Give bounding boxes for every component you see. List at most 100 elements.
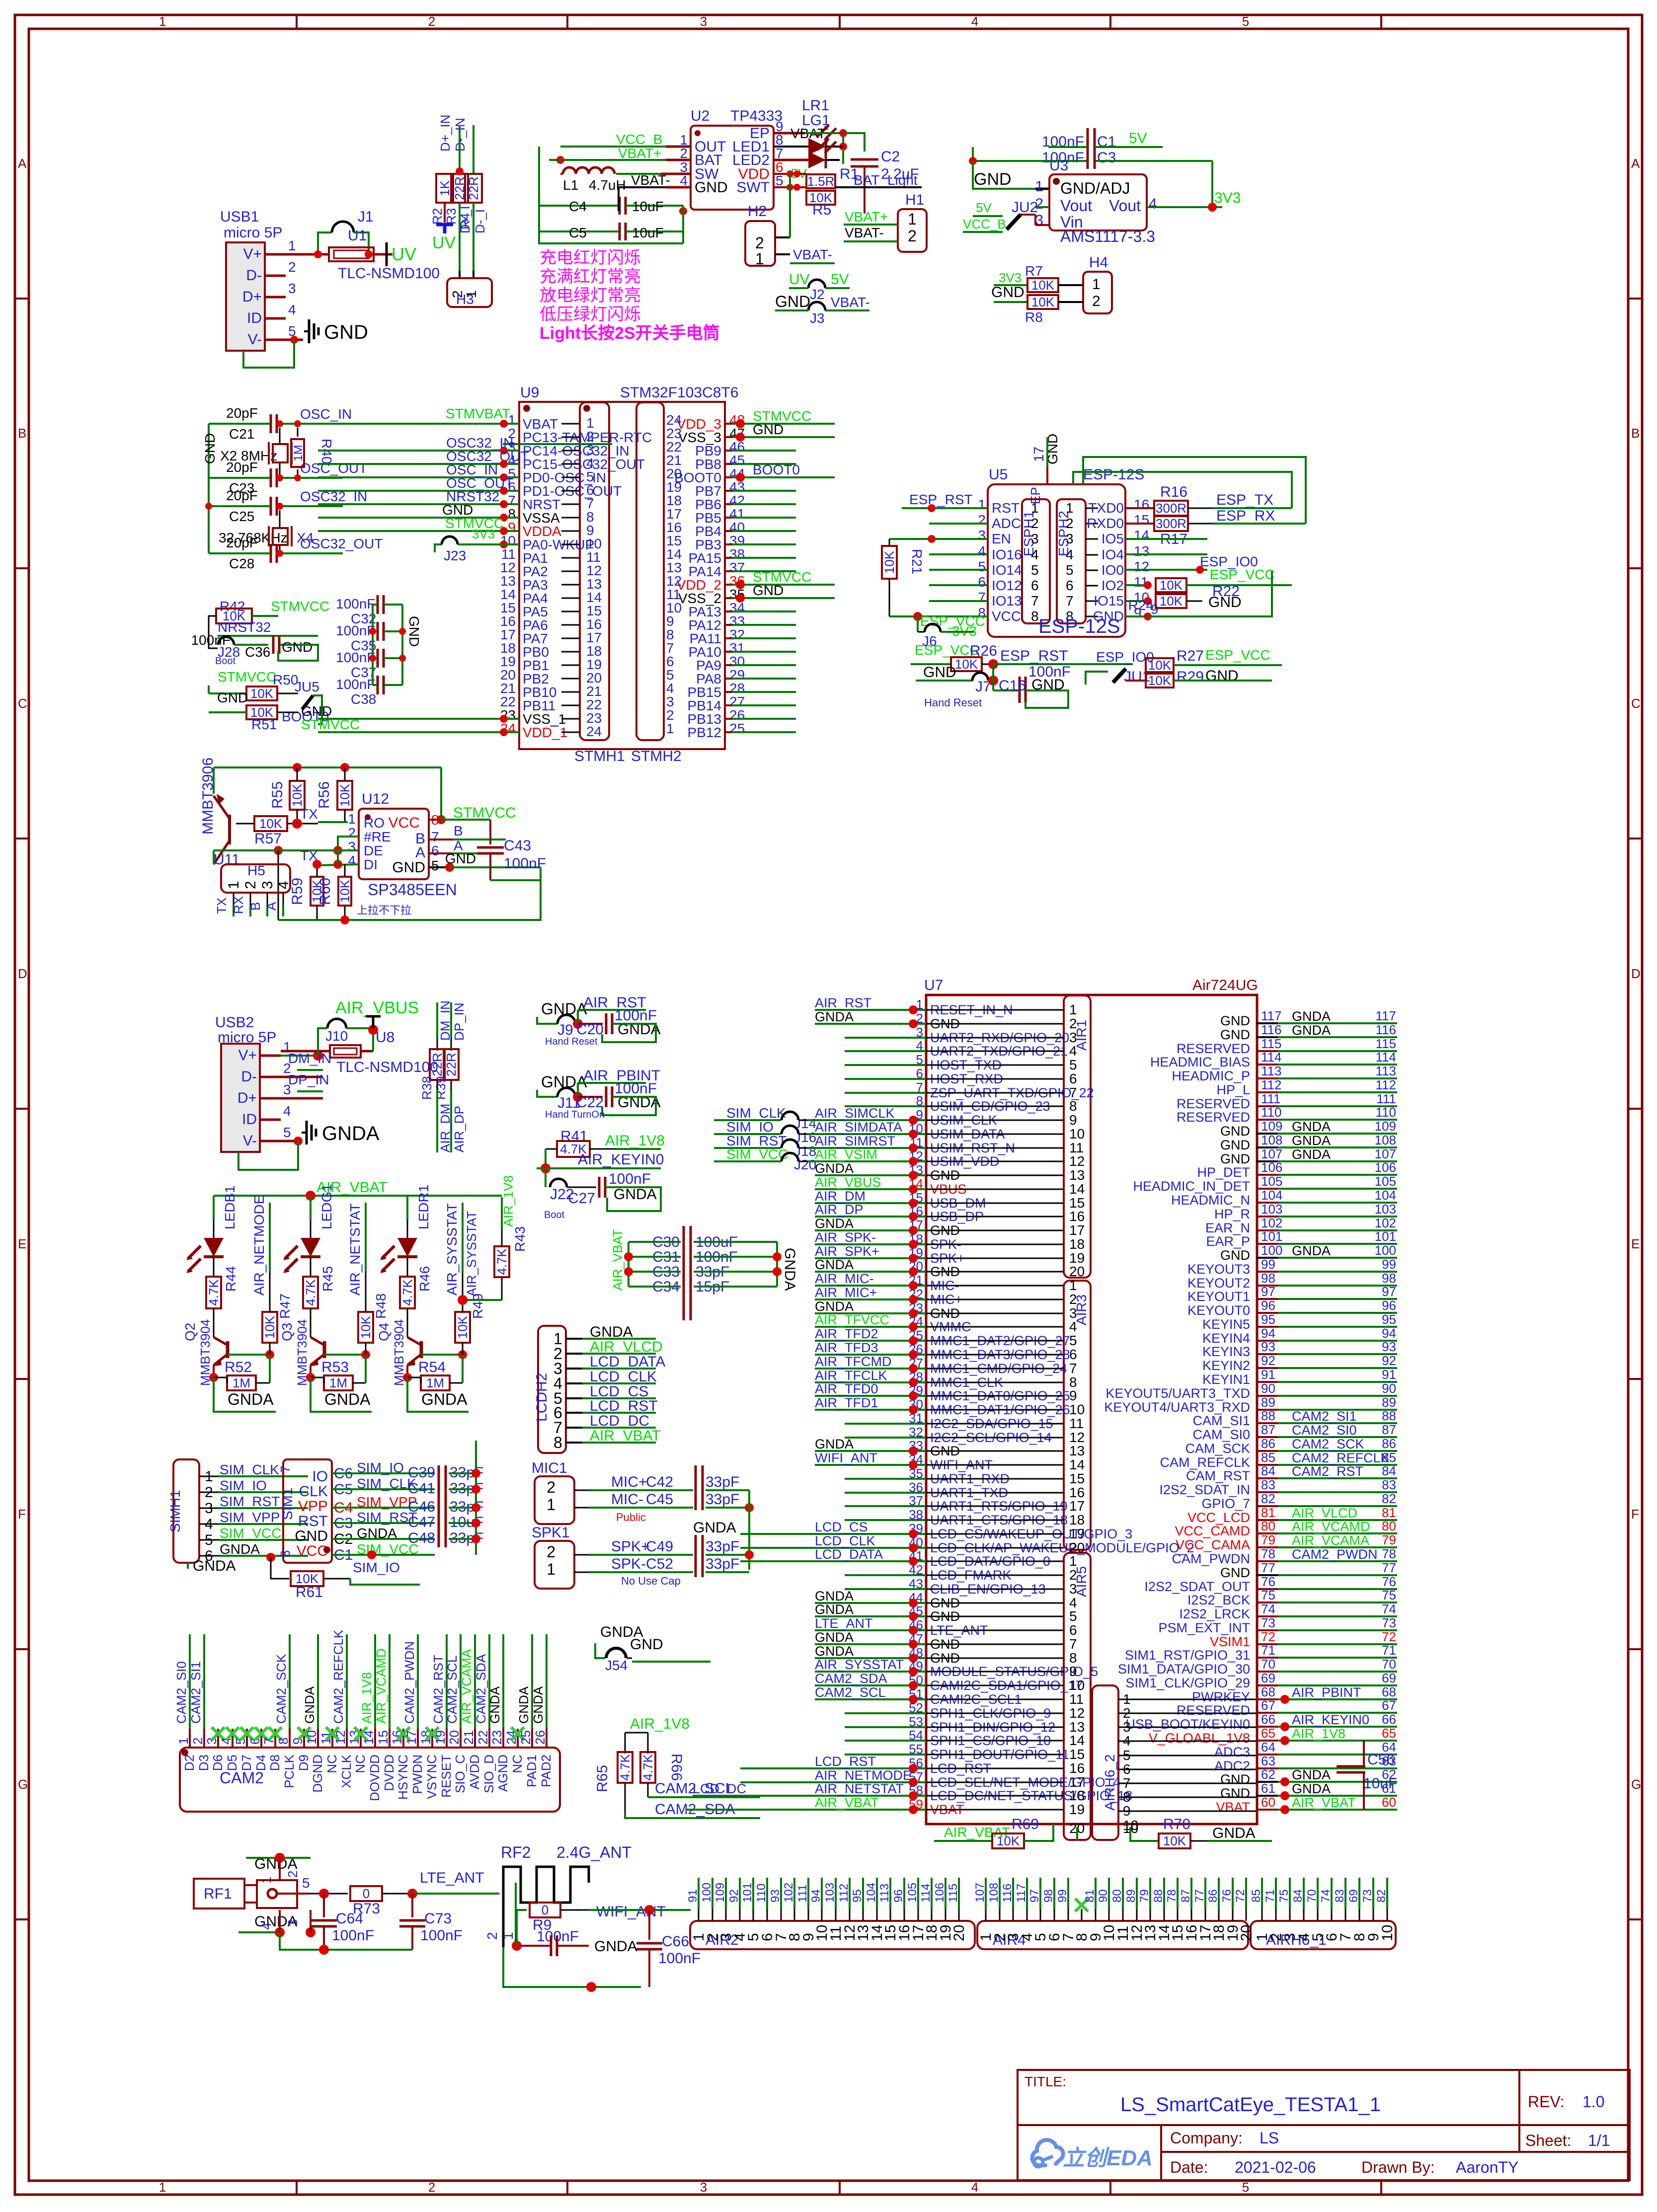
svg-text:25: 25 (518, 1730, 533, 1745)
svg-text:V-: V- (248, 331, 262, 348)
svg-text:WIFI_ANT: WIFI_ANT (596, 1904, 666, 1920)
svg-text:AIR_1V8: AIR_1V8 (359, 1672, 374, 1724)
svg-text:R48: R48 (373, 1294, 389, 1319)
svg-text:GNDA: GNDA (1292, 1243, 1331, 1258)
svg-text:PB14: PB14 (688, 698, 722, 713)
svg-text:CAM2_SCL: CAM2_SCL (815, 1685, 886, 1700)
svg-text:94: 94 (1261, 1326, 1275, 1341)
svg-text:ESP_RST: ESP_RST (1000, 648, 1068, 664)
svg-text:PA8: PA8 (696, 671, 721, 686)
svg-text:65: 65 (1261, 1726, 1275, 1741)
svg-text:11: 11 (828, 1926, 844, 1941)
svg-text:4: 4 (348, 853, 356, 868)
svg-text:STMVCC: STMVCC (301, 717, 360, 732)
svg-text:45: 45 (729, 453, 745, 468)
svg-text:2: 2 (916, 1011, 923, 1026)
svg-text:21: 21 (461, 1730, 476, 1745)
svg-text:107: 107 (1375, 1146, 1396, 1161)
svg-text:GND: GND (1220, 1124, 1250, 1139)
svg-text:78: 78 (1165, 1889, 1179, 1903)
svg-text:1: 1 (680, 132, 688, 148)
svg-text:91: 91 (1261, 1367, 1275, 1382)
svg-text:2: 2 (908, 227, 917, 245)
svg-text:100nF: 100nF (615, 1080, 657, 1097)
svg-text:C66: C66 (662, 1933, 689, 1950)
svg-text:A: A (1631, 156, 1640, 171)
svg-text:J23: J23 (444, 548, 466, 563)
svg-text:60: 60 (1382, 1795, 1396, 1810)
svg-text:1: 1 (1066, 500, 1074, 516)
svg-text:10K: 10K (882, 550, 897, 574)
svg-text:G: G (1631, 1777, 1641, 1792)
svg-text:100nF: 100nF (191, 632, 231, 648)
svg-text:12: 12 (666, 573, 682, 589)
svg-text:IO4: IO4 (1102, 547, 1124, 562)
svg-text:2: 2 (348, 825, 356, 840)
svg-text:117: 117 (1261, 1008, 1281, 1023)
svg-text:LTE_ANT: LTE_ANT (420, 1870, 484, 1886)
svg-text:10K: 10K (250, 705, 274, 720)
svg-text:R61: R61 (296, 1584, 323, 1601)
svg-text:GPIO_7: GPIO_7 (1201, 1496, 1250, 1511)
svg-text:CAM2_SCL: CAM2_SCL (655, 1780, 733, 1797)
svg-text:CAM_RST: CAM_RST (1186, 1468, 1250, 1483)
svg-text:VCC_B: VCC_B (963, 217, 1006, 231)
svg-text:8: 8 (1066, 609, 1074, 624)
svg-text:92: 92 (1382, 1353, 1396, 1368)
svg-text:6: 6 (247, 1738, 262, 1745)
svg-text:R56: R56 (316, 781, 332, 809)
svg-text:TLC-NSMD100: TLC-NSMD100 (336, 1059, 438, 1075)
svg-text:V+: V+ (243, 246, 262, 262)
svg-text:10uF: 10uF (632, 199, 664, 214)
svg-text:20pF: 20pF (226, 535, 258, 550)
svg-text:GND: GND (1220, 1565, 1250, 1580)
svg-text:Q3: Q3 (279, 1323, 295, 1341)
svg-text:7: 7 (553, 1419, 562, 1437)
svg-text:32: 32 (729, 627, 745, 642)
svg-text:CAM_SI0: CAM_SI0 (1192, 1427, 1250, 1442)
svg-text:90: 90 (1382, 1381, 1396, 1396)
svg-text:18: 18 (500, 640, 516, 656)
svg-text:2: 2 (680, 146, 688, 161)
svg-text:PA4: PA4 (523, 591, 548, 606)
svg-text:AIR_1V8: AIR_1V8 (501, 1175, 516, 1227)
svg-text:BOOT0: BOOT0 (674, 470, 721, 485)
svg-text:83: 83 (1261, 1477, 1275, 1492)
svg-text:AIR_SYSSTAT: AIR_SYSSTAT (464, 1211, 479, 1297)
svg-text:AIR_SPK-: AIR_SPK- (815, 1230, 876, 1245)
svg-text:10K: 10K (1148, 673, 1172, 688)
svg-text:8: 8 (553, 1434, 562, 1451)
svg-text:AIR_TFCMD: AIR_TFCMD (815, 1354, 892, 1369)
svg-text:10K: 10K (262, 1315, 277, 1339)
svg-text:18: 18 (1069, 1788, 1085, 1803)
svg-text:93: 93 (769, 1889, 782, 1903)
svg-text:1: 1 (978, 1933, 994, 1941)
svg-text:J6: J6 (922, 633, 937, 649)
svg-text:L1: L1 (563, 177, 578, 193)
svg-text:101: 101 (741, 1883, 754, 1903)
svg-text:SW: SW (695, 166, 719, 182)
svg-text:GND: GND (695, 179, 728, 196)
svg-text:C5: C5 (569, 225, 587, 240)
svg-text:C23: C23 (229, 480, 254, 496)
svg-text:GND: GND (1220, 1138, 1250, 1152)
svg-text:ESP-12S: ESP-12S (1038, 615, 1120, 637)
svg-text:4: 4 (553, 1374, 562, 1392)
svg-text:D-: D- (241, 1068, 257, 1085)
svg-text:TITLE:: TITLE: (1025, 2074, 1066, 2089)
svg-text:19: 19 (1069, 1250, 1085, 1266)
svg-text:100: 100 (700, 1883, 713, 1903)
svg-text:AIR4: AIR4 (993, 1932, 1026, 1948)
svg-text:111: 111 (1261, 1091, 1281, 1106)
svg-text:10: 10 (304, 1730, 319, 1745)
svg-text:66: 66 (1261, 1712, 1275, 1727)
svg-text:PB3: PB3 (695, 537, 721, 552)
svg-text:1: 1 (553, 1330, 562, 1348)
svg-text:D-_I: D-_I (473, 209, 487, 233)
svg-text:18: 18 (666, 493, 682, 508)
svg-text:1K: 1K (437, 180, 452, 196)
svg-text:4.7K: 4.7K (206, 1279, 221, 1306)
svg-text:DVDD: DVDD (382, 1754, 396, 1791)
svg-text:92: 92 (727, 1889, 741, 1903)
svg-text:46: 46 (729, 439, 745, 455)
